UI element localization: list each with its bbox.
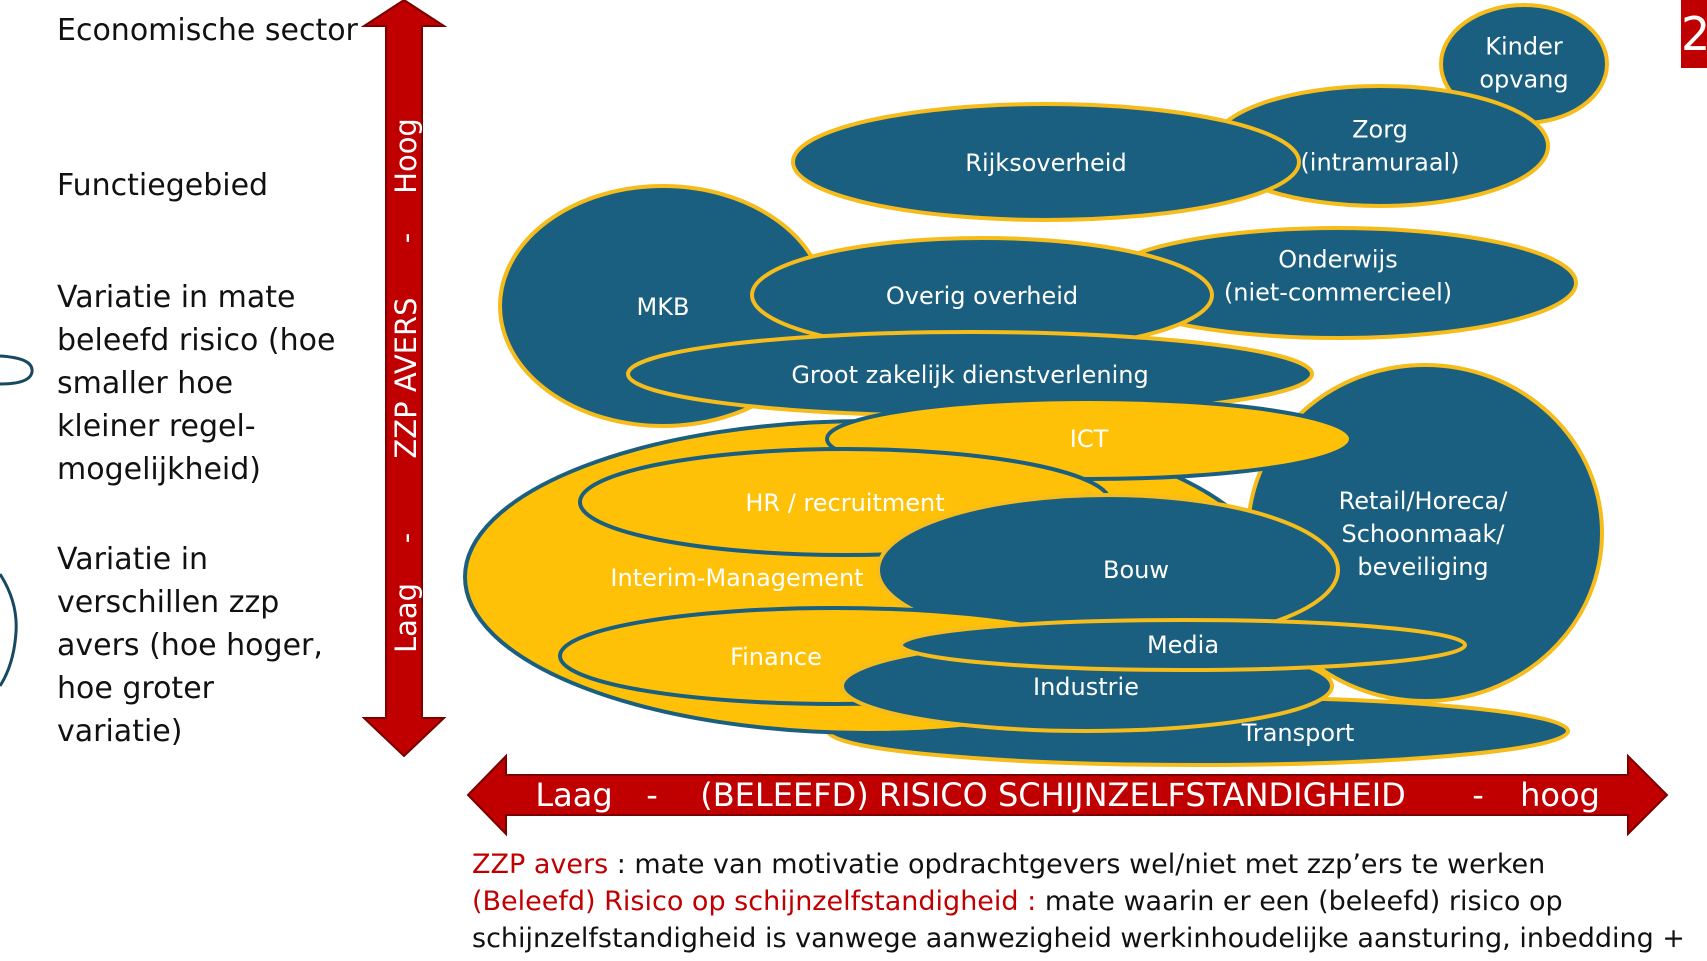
blob-interim-label: Interim-Management: [610, 564, 863, 592]
blob-hr-label: HR / recruitment: [745, 489, 944, 517]
blob-rijksoverheid-shape: [791, 102, 1301, 222]
blob-media-shape: [899, 618, 1467, 672]
blob-finance-label: Finance: [730, 643, 822, 671]
blob-zorg-label: (intramuraal): [1300, 149, 1459, 177]
x-axis-separator: -: [1472, 776, 1484, 814]
blob-retail-label: Schoonmaak/: [1342, 520, 1506, 548]
legend-risk-variation-label: Variatie in mate beleefd risico (hoe sma…: [57, 280, 336, 487]
definition-avers-term: ZZP avers: [472, 849, 609, 880]
blob-transport-label: Transport: [1241, 719, 1355, 747]
blob-kinderopvang-label: Kinder: [1485, 33, 1563, 61]
blob-media-label: Media: [1147, 631, 1219, 659]
x-axis-low-label: Laag: [535, 776, 612, 814]
definition-risk: (Beleefd) Risico op schijnzelfstandighei…: [472, 883, 1702, 957]
definitions: ZZP avers : mate van motivatie opdrachtg…: [472, 846, 1702, 957]
blob-rijksoverheid: Rijksoverheid: [791, 102, 1301, 222]
blob-groot-zakelijk: Groot zakelijk dienstverlening: [626, 330, 1314, 418]
definition-risk-term: (Beleefd) Risico op schijnzelfstandighei…: [472, 886, 1045, 917]
legend-avers-variation-label: Variatie in verschillen zzp avers (hoe h…: [57, 542, 323, 749]
definition-avers: ZZP avers : mate van motivatie opdrachtg…: [472, 846, 1702, 883]
blob-kinderopvang-label: opvang: [1479, 66, 1568, 94]
blob-mkb-label: MKB: [637, 293, 690, 321]
blob-overig-overheid-label: Overig overheid: [886, 282, 1078, 310]
slide-number-badge: 2: [1681, 0, 1707, 68]
blob-onderwijs-label: (niet-commercieel): [1224, 279, 1452, 307]
x-axis-arrow: [466, 753, 1669, 837]
legend-wide-ellipse-icon: [0, 354, 34, 386]
x-axis-separator: -: [646, 776, 658, 814]
blob-rijksoverheid-label: Rijksoverheid: [965, 149, 1126, 177]
blob-groot-zakelijk-label: Groot zakelijk dienstverlening: [791, 361, 1148, 389]
y-axis-low-label: Laag: [389, 583, 423, 653]
y-axis-high-label: Hoog: [389, 118, 423, 194]
legend-tall-ellipse-icon: [0, 573, 18, 687]
blob-ict-label: ICT: [1070, 425, 1109, 453]
y-axis-title: ZZP AVERS: [389, 297, 423, 458]
blob-media: Media: [899, 618, 1467, 672]
blob-bouw-label: Bouw: [1103, 556, 1169, 584]
blob-industrie-label: Industrie: [1033, 673, 1139, 701]
y-axis-arrow: [360, 0, 448, 758]
y-axis-label-group: Laag - ZZP AVERS - Hoog: [389, 118, 423, 653]
legend-function-label: Functiegebied: [57, 168, 269, 203]
blob-retail-label: Retail/Horeca/: [1339, 487, 1509, 515]
blob-zorg-label: Zorg: [1352, 116, 1408, 144]
blob-zorg: Zorg (intramuraal): [1210, 84, 1550, 208]
x-axis-high-label: hoog: [1520, 776, 1600, 814]
x-axis-title: (BELEEFD) RISICO SCHIJNZELFSTANDIGHEID: [700, 776, 1406, 814]
blob-retail-label: beveiliging: [1357, 553, 1488, 581]
legend-sector-label: Economische sector: [57, 13, 358, 48]
definition-avers-text: : mate van motivatie opdrachtgevers wel/…: [608, 849, 1546, 880]
blob-kinderopvang: Kinder opvang: [1439, 3, 1609, 125]
blob-onderwijs-label: Onderwijs: [1278, 246, 1397, 274]
definition-risk-text: mate waarin er een (beleefd) risico op s…: [472, 886, 1685, 954]
y-axis-separator: -: [389, 533, 423, 543]
blob-onderwijs: Onderwijs (niet-commercieel): [1098, 226, 1578, 340]
y-axis-separator: -: [389, 233, 423, 243]
